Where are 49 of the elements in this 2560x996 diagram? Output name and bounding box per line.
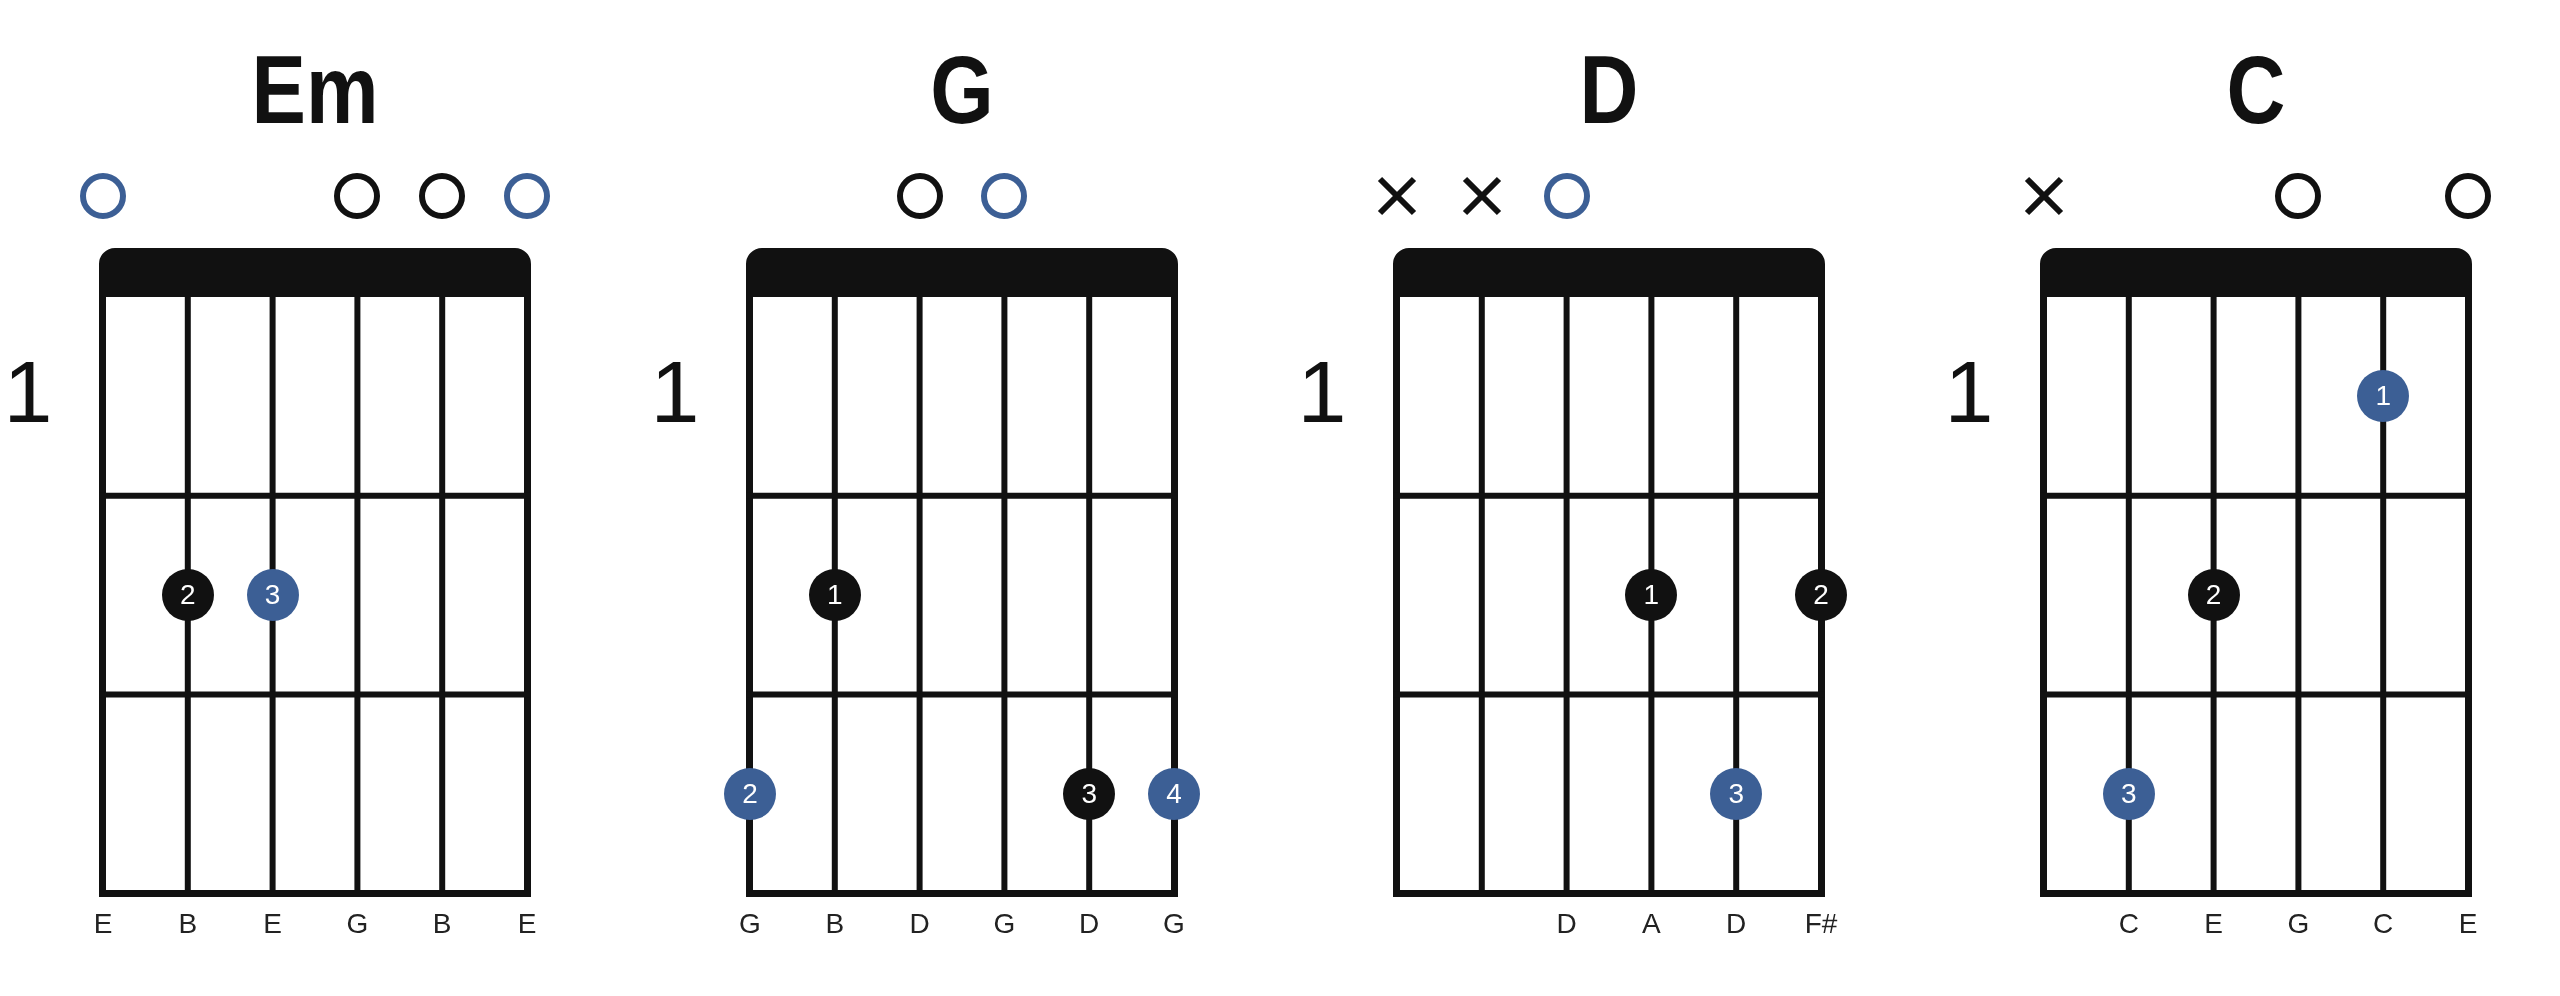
finger-dot: 3 — [1710, 767, 1763, 820]
finger-dot: 2 — [161, 569, 214, 622]
string-note: E — [2458, 910, 2478, 938]
finger-dot: 3 — [1063, 767, 1116, 820]
open-string-circle — [79, 172, 127, 220]
finger-dot: 2 — [1795, 569, 1847, 622]
string-note: G — [993, 910, 1016, 938]
string-note: B — [825, 910, 845, 938]
finger-dot: 3 — [246, 569, 299, 622]
string-note: D — [1726, 910, 1747, 938]
string-note: G — [2287, 910, 2310, 938]
string-note: D — [1079, 910, 1100, 938]
fret-number: 1 — [1297, 348, 1347, 436]
string-note: B — [178, 910, 198, 938]
fret-number: 1 — [650, 348, 700, 436]
string-note: G — [346, 910, 369, 938]
open-string-circle — [503, 172, 551, 220]
fret-number: 1 — [3, 348, 53, 436]
open-string-circle — [2274, 172, 2323, 220]
chord-name: G — [930, 42, 994, 138]
string-note: D — [1556, 910, 1577, 938]
string-note: F# — [1804, 910, 1838, 938]
chord-name: Em — [251, 42, 379, 138]
open-string-circle — [1542, 172, 1591, 220]
chord-name: D — [1579, 42, 1639, 138]
open-string-circle — [333, 172, 382, 220]
string-note: E — [263, 910, 282, 938]
finger-dot: 3 — [2102, 767, 2155, 820]
string-note: D — [909, 910, 930, 938]
string-note: C — [2118, 910, 2139, 938]
fret-number: 1 — [1944, 348, 1994, 436]
open-string-circle — [895, 172, 944, 220]
chord-name: C — [2226, 42, 2286, 138]
string-note: E — [93, 910, 113, 938]
finger-dot: 1 — [808, 569, 861, 622]
open-string-circle — [418, 172, 467, 220]
string-note: E — [517, 910, 537, 938]
string-note: E — [2204, 910, 2223, 938]
open-string-circle — [2444, 172, 2492, 220]
finger-dot: 1 — [1625, 569, 1678, 622]
finger-dot: 2 — [724, 767, 776, 820]
finger-dot: 1 — [2357, 370, 2410, 423]
string-note: G — [1163, 910, 1185, 938]
string-note: B — [432, 910, 452, 938]
string-note: C — [2373, 910, 2394, 938]
string-note: A — [1642, 910, 1661, 938]
string-note: G — [739, 910, 761, 938]
open-string-circle — [980, 172, 1029, 220]
finger-dot: 2 — [2187, 569, 2240, 622]
